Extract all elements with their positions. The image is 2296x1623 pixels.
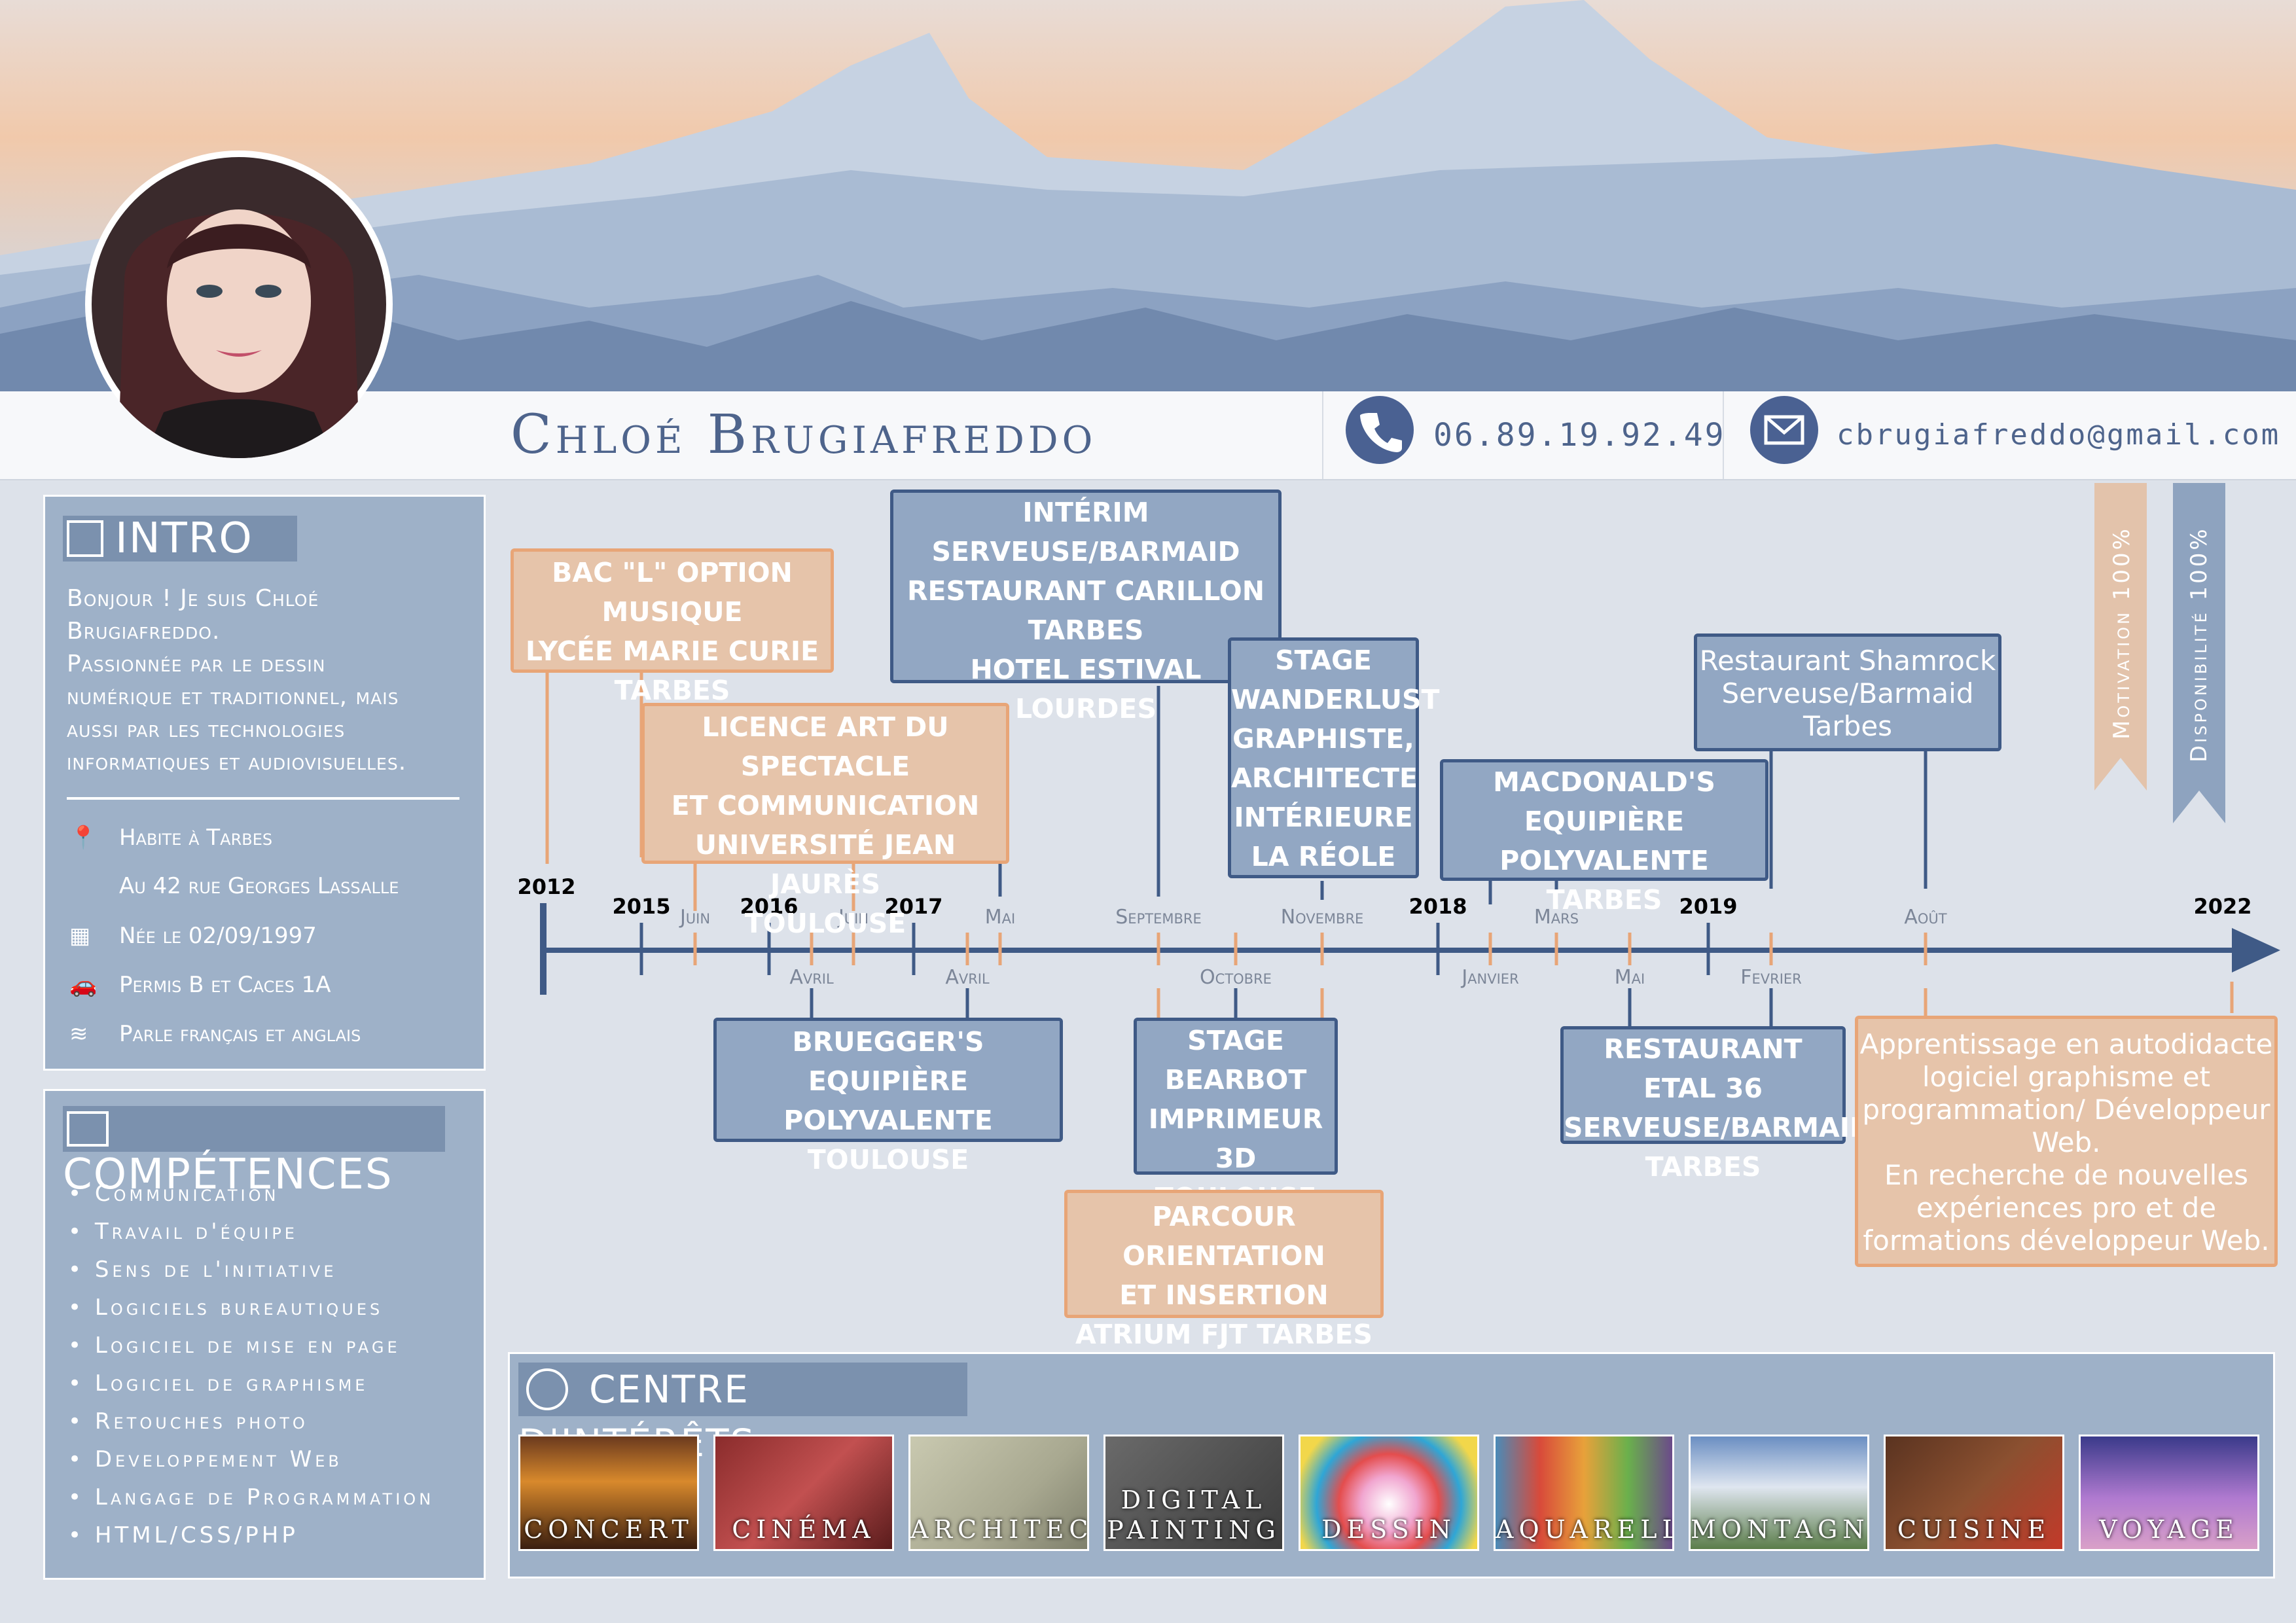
- year-label: 2012: [517, 874, 576, 899]
- month-label: Mars: [1534, 906, 1579, 929]
- disponibilite-ribbon: [2173, 483, 2225, 823]
- interest-architect: ARCHITECT: [908, 1435, 1089, 1551]
- email-address[interactable]: cbrugiafreddo@gmail.com: [1837, 418, 2281, 452]
- language-icon: ≋: [69, 1021, 88, 1047]
- skill-item: • Sens de l'initiative: [68, 1257, 337, 1283]
- year-label: 2022: [2193, 894, 2252, 919]
- skill-item: • Logiciel de mise en page: [68, 1332, 401, 1359]
- monitor-icon: [67, 1111, 109, 1147]
- interest-cuisine: CUISINE: [1884, 1435, 2064, 1551]
- skills-title: COMPÉTENCES: [63, 1150, 393, 1199]
- skill-item: • Logiciels bureautiques: [68, 1294, 384, 1321]
- user-icon: [67, 520, 103, 557]
- address-line-1: Habite à Tarbes: [119, 825, 273, 851]
- mountain-banner: [0, 0, 2296, 393]
- address-line-2: Au 42 rue Georges Lassalle: [119, 873, 399, 899]
- phone-icon: [1346, 396, 1414, 464]
- calendar-icon: ▦: [69, 923, 91, 949]
- interest-voyage: VOYAGE: [2079, 1435, 2259, 1551]
- motivation-ribbon: [2094, 483, 2147, 791]
- intro-title: INTRO: [115, 514, 253, 563]
- month-label: Janvier: [1462, 966, 1519, 989]
- interest-cinema: CINÉMA: [713, 1435, 894, 1551]
- year-label: 2019: [1679, 894, 1738, 919]
- skill-item: • HTML/CSS/PHP: [68, 1522, 298, 1548]
- phone-number[interactable]: 06.89.19.92.49: [1433, 417, 1726, 454]
- header-divider: [1322, 391, 1323, 479]
- year-label: 2018: [1408, 894, 1467, 919]
- month-label: Mai: [984, 906, 1016, 929]
- driving-license: Permis B et Caces 1A: [119, 972, 331, 998]
- month-label: Avril: [789, 966, 834, 989]
- month-label: Fevrier: [1740, 966, 1802, 989]
- interest-concert: CONCERT: [518, 1435, 699, 1551]
- car-icon: 🚗: [69, 972, 98, 998]
- intro-divider: [67, 797, 459, 800]
- skill-item: • Communication: [68, 1181, 279, 1207]
- month-label: Juin: [838, 906, 869, 929]
- month-label: Août: [1904, 906, 1947, 929]
- intro-text: Bonjour ! Je suis Chloé Brugiafreddo. Pa…: [67, 585, 407, 776]
- envelope-icon: [1750, 396, 1818, 464]
- intro-panel: [43, 495, 486, 1071]
- profile-photo: [85, 151, 393, 458]
- languages: Parle français et anglais: [119, 1021, 361, 1047]
- month-label: Juin: [679, 906, 711, 929]
- skill-item: • Logiciel de graphisme: [68, 1370, 368, 1397]
- month-label: Novembre: [1280, 906, 1364, 929]
- intro-title-bar: INTRO: [63, 516, 297, 562]
- interest-montagne: MONTAGNE: [1689, 1435, 1869, 1551]
- year-label: 2017: [884, 894, 943, 919]
- month-label: Octobre: [1200, 966, 1272, 989]
- interest-aquarelle: AQUARELLE: [1494, 1435, 1674, 1551]
- skills-title-bar: COMPÉTENCES: [63, 1106, 445, 1198]
- header-divider: [1723, 391, 1724, 479]
- skill-item: • Developpement Web: [68, 1446, 342, 1472]
- year-label: 2015: [612, 894, 671, 919]
- month-label: Mai: [1614, 966, 1645, 989]
- location-icon: 📍: [69, 825, 98, 851]
- month-label: Avril: [945, 966, 990, 989]
- interest-digital-painting: DIGITAL PAINTING: [1103, 1435, 1284, 1551]
- interest-dessin: DESSIN: [1299, 1435, 1479, 1551]
- header-bar: [0, 391, 2296, 480]
- skill-item: • Langage de Programmation: [68, 1484, 435, 1510]
- skill-item: • Travail d'équipe: [68, 1219, 298, 1245]
- skills-panel: [43, 1089, 486, 1580]
- birth-date: Née le 02/09/1997: [119, 923, 317, 949]
- interests-title-bar: CENTRE D'INTÉRÊTS: [518, 1363, 967, 1465]
- clock-icon: [526, 1368, 568, 1410]
- month-label: Septembre: [1115, 906, 1202, 929]
- skill-item: • Retouches photo: [68, 1408, 308, 1435]
- skills-list: • Communication • Travail d'équipe • Sen…: [68, 1175, 434, 1554]
- year-label: 2016: [740, 894, 798, 919]
- candidate-name: Chloé Brugiafreddo: [511, 404, 1097, 466]
